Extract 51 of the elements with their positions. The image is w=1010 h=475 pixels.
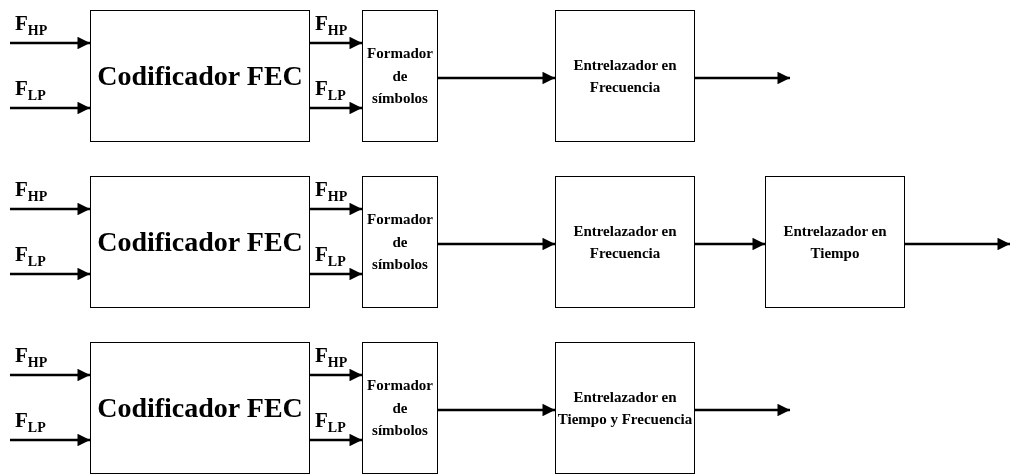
arrow (310, 267, 362, 281)
box-label: Codificador FEC (97, 58, 303, 93)
process-box (362, 176, 438, 308)
arrow (10, 267, 90, 281)
process-box (362, 10, 438, 142)
process-box (362, 342, 438, 474)
process-box (555, 176, 695, 308)
arrow (10, 368, 90, 382)
arrow (310, 36, 362, 50)
arrow (905, 237, 1010, 251)
arrow (310, 433, 362, 447)
arrow (438, 71, 555, 85)
signal-label: F$_{LP}$ (15, 78, 46, 103)
process-box (765, 176, 905, 308)
signal-label: F$_{HP}$ (15, 13, 48, 38)
arrow (695, 403, 790, 417)
box-label: Entrelazador en Tiempo (782, 221, 888, 263)
process-box (90, 176, 310, 308)
arrow (310, 368, 362, 382)
process-box (555, 342, 695, 474)
box-label: Entrelazador en Frecuencia (572, 221, 678, 263)
signal-label: F$_{HP}$ (315, 13, 348, 38)
signal-label: F$_{HP}$ (315, 179, 348, 204)
process-box (555, 10, 695, 142)
process-box (90, 342, 310, 474)
box-label: Formador de símbolos (366, 44, 434, 109)
process-box (90, 10, 310, 142)
box-label: Codificador FEC (97, 390, 303, 425)
signal-label: F$_{LP}$ (315, 244, 346, 269)
arrow (438, 237, 555, 251)
arrow (695, 237, 765, 251)
arrow (310, 202, 362, 216)
box-label: Entrelazador en Frecuencia (572, 55, 678, 97)
box-label: Formador de símbolos (366, 210, 434, 275)
signal-label: F$_{HP}$ (15, 179, 48, 204)
signal-label: F$_{LP}$ (15, 244, 46, 269)
arrow (695, 71, 790, 85)
signal-label: F$_{HP}$ (15, 345, 48, 370)
arrow (10, 36, 90, 50)
arrow (10, 101, 90, 115)
signal-label: F$_{HP}$ (315, 345, 348, 370)
arrow (310, 101, 362, 115)
signal-label: F$_{LP}$ (15, 410, 46, 435)
signal-label: F$_{LP}$ (315, 78, 346, 103)
box-label: Entrelazador en Tiempo y Frecuencia (556, 387, 694, 429)
arrow (438, 403, 555, 417)
box-label: Formador de símbolos (366, 376, 434, 441)
signal-label: F$_{LP}$ (315, 410, 346, 435)
box-label: Codificador FEC (97, 224, 303, 259)
arrow (10, 433, 90, 447)
arrow (10, 202, 90, 216)
